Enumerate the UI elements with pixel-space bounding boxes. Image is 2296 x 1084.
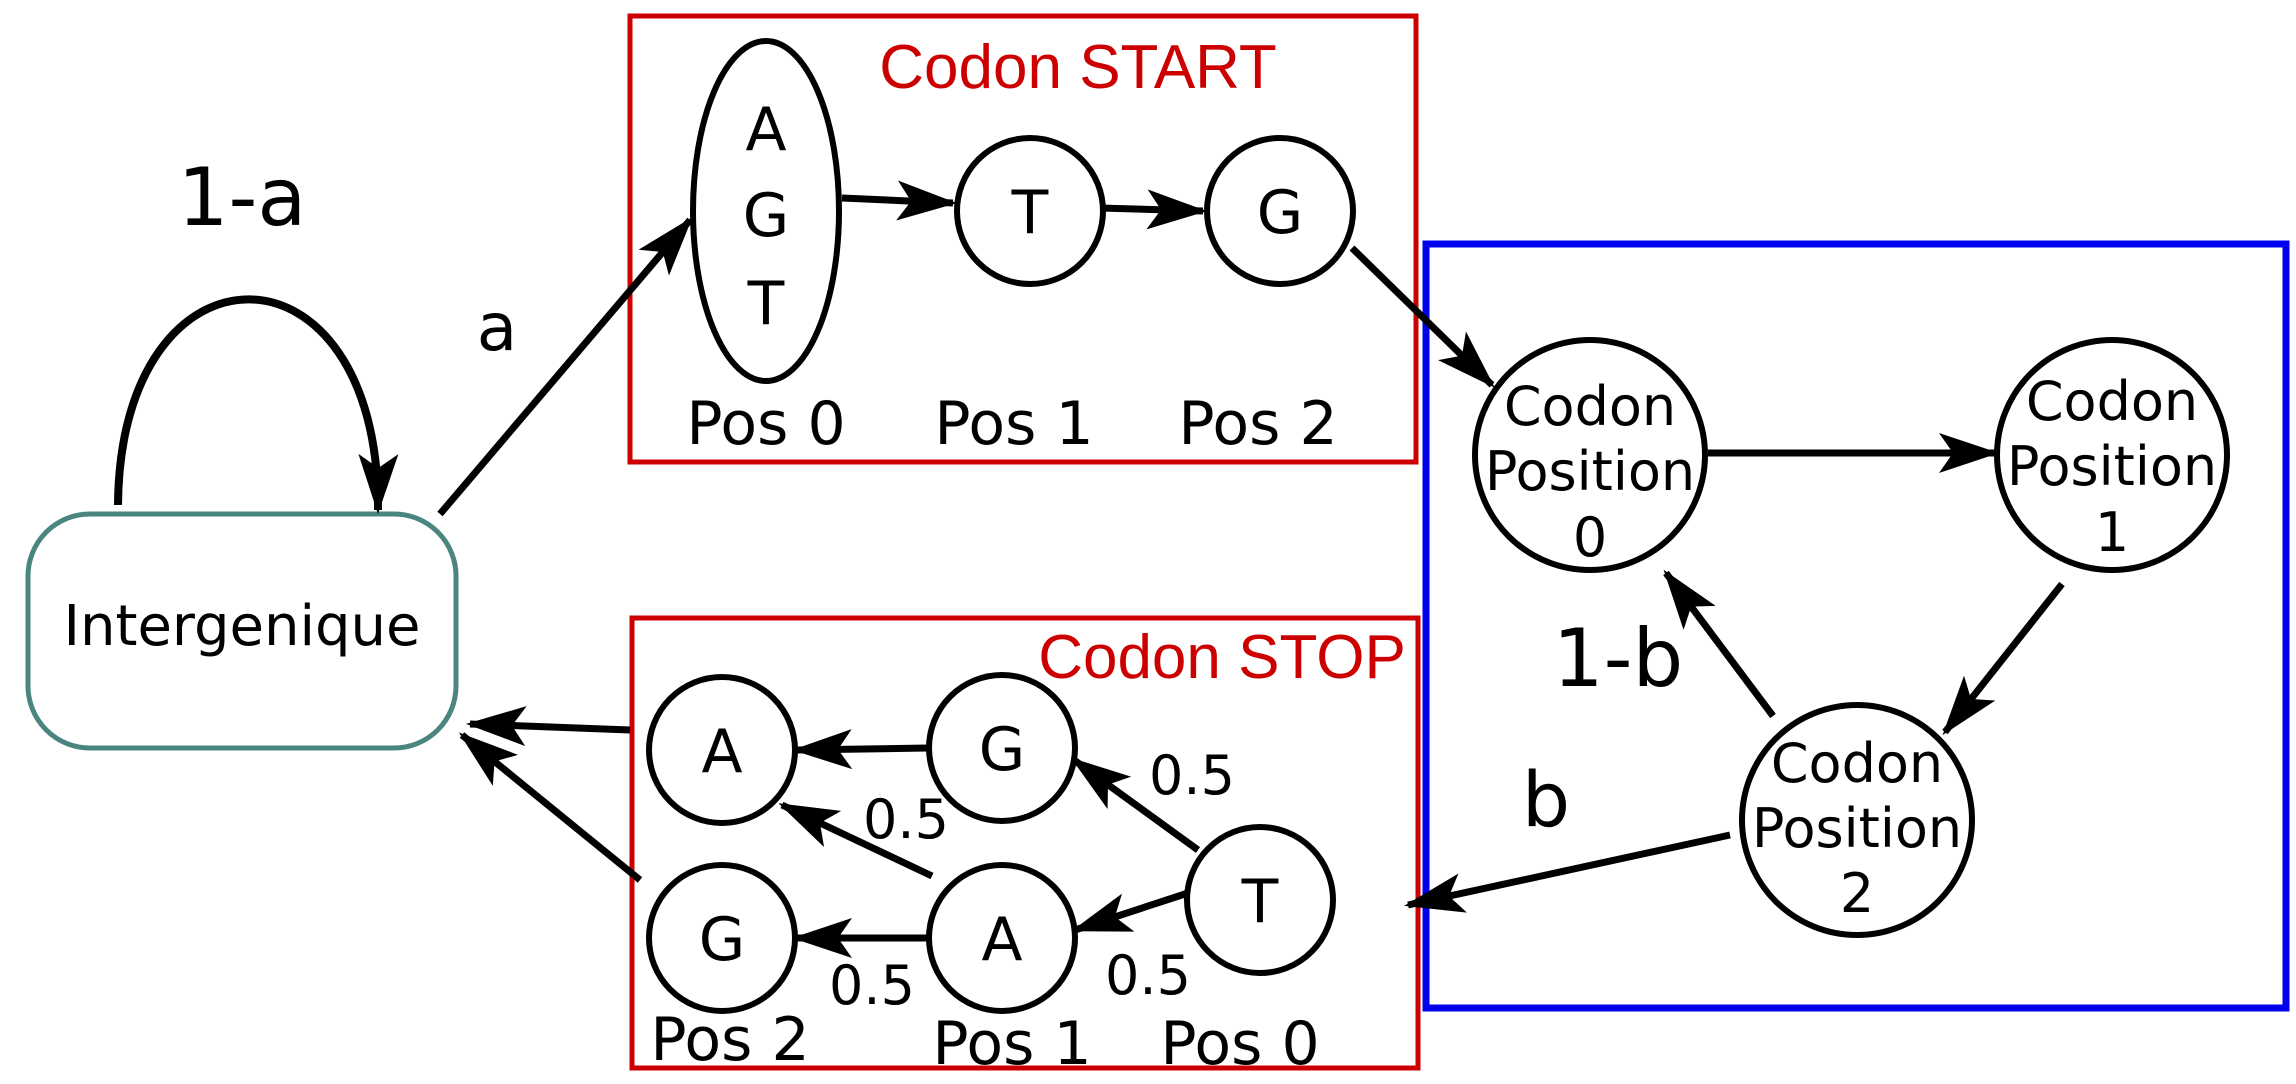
start-node-pos0 [690, 38, 842, 384]
edge-stop-g-to-intergenic [458, 732, 643, 883]
stop-pos-label-0: Pos 0 [1160, 1009, 1319, 1079]
start-node-pos2-label: G [1257, 178, 1304, 248]
coding-node-1-line1: Codon [2026, 370, 2198, 433]
start-node-pos0-line2: G [743, 181, 790, 251]
coding-node-2-line1: Codon [1771, 732, 1943, 795]
codon-start-title: Codon START [879, 33, 1276, 102]
stop-node-g-top [926, 672, 1078, 824]
prob-a-to-g: 0.5 [829, 954, 915, 1017]
start-node-pos1-label: T [1011, 178, 1049, 248]
coding-node-1-line3: 1 [2095, 501, 2129, 564]
stop-node-a-top-label: A [701, 717, 742, 787]
edge-t-to-a [1071, 889, 1190, 934]
prob-t-to-g: 0.5 [1149, 744, 1235, 807]
self-loop-label: 1-a [178, 151, 307, 244]
stop-node-t-label: T [1241, 867, 1279, 937]
coding-node-2 [1739, 702, 1975, 938]
codon-stop-title: Codon STOP [1038, 623, 1406, 692]
self-loop-edge [114, 295, 399, 514]
coding-node-2-line2: Position [1752, 797, 1962, 860]
prob-a-to-a: 0.5 [863, 788, 949, 851]
coding-node-0 [1472, 337, 1708, 573]
edge-stop-a-to-intergenic [466, 706, 631, 747]
start-pos-label-0: Pos 0 [686, 389, 845, 459]
edge-g-to-a [792, 729, 929, 770]
start-pos-label-2: Pos 2 [1178, 389, 1337, 459]
coding-region-box [1422, 240, 2290, 1012]
edge-label-1-b: 1-b [1553, 612, 1684, 705]
codon-stop-box [629, 615, 1421, 1071]
edge-coding-1-to-2 [1942, 581, 2065, 736]
stop-node-g-top-label: G [979, 715, 1026, 785]
edge-start-1-to-2 [1099, 189, 1207, 230]
codon-start-box [627, 13, 1419, 465]
edge-intergenic-to-start [437, 216, 693, 517]
edge-a-to-a [778, 801, 934, 880]
intergenic-label: Intergenique [64, 594, 421, 659]
start-node-pos0-line1: A [745, 95, 786, 165]
coding-node-0-line1: Codon [1504, 375, 1676, 438]
start-node-pos2 [1204, 135, 1356, 287]
edge-coding-to-stop [1404, 831, 1731, 913]
start-node-pos0-line3: T [747, 269, 785, 339]
edge-t-to-g [1070, 757, 1201, 853]
intergenic-node [25, 511, 459, 751]
stop-pos-label-2: Pos 2 [650, 1005, 809, 1075]
stop-node-a-mid [926, 862, 1078, 1014]
prob-t-to-a: 0.5 [1105, 944, 1191, 1007]
coding-node-1-line2: Position [2007, 435, 2217, 498]
coding-node-2-line3: 2 [1840, 862, 1874, 925]
coding-node-0-line2: Position [1485, 440, 1695, 503]
edge-start-0-to-1 [841, 180, 957, 221]
stop-pos-label-1: Pos 1 [932, 1009, 1091, 1079]
stop-node-t [1184, 824, 1336, 976]
coding-node-0-line3: 0 [1573, 506, 1607, 569]
stop-node-g-bottom-label: G [699, 905, 746, 975]
edge-start-to-coding [1349, 245, 1495, 388]
edge-label-b: b [1522, 755, 1570, 844]
start-pos-label-1: Pos 1 [934, 389, 1093, 459]
edge-coding-2-to-0 [1663, 569, 1776, 719]
stop-node-a-mid-label: A [981, 905, 1022, 975]
edge-label-a: a [477, 289, 517, 366]
